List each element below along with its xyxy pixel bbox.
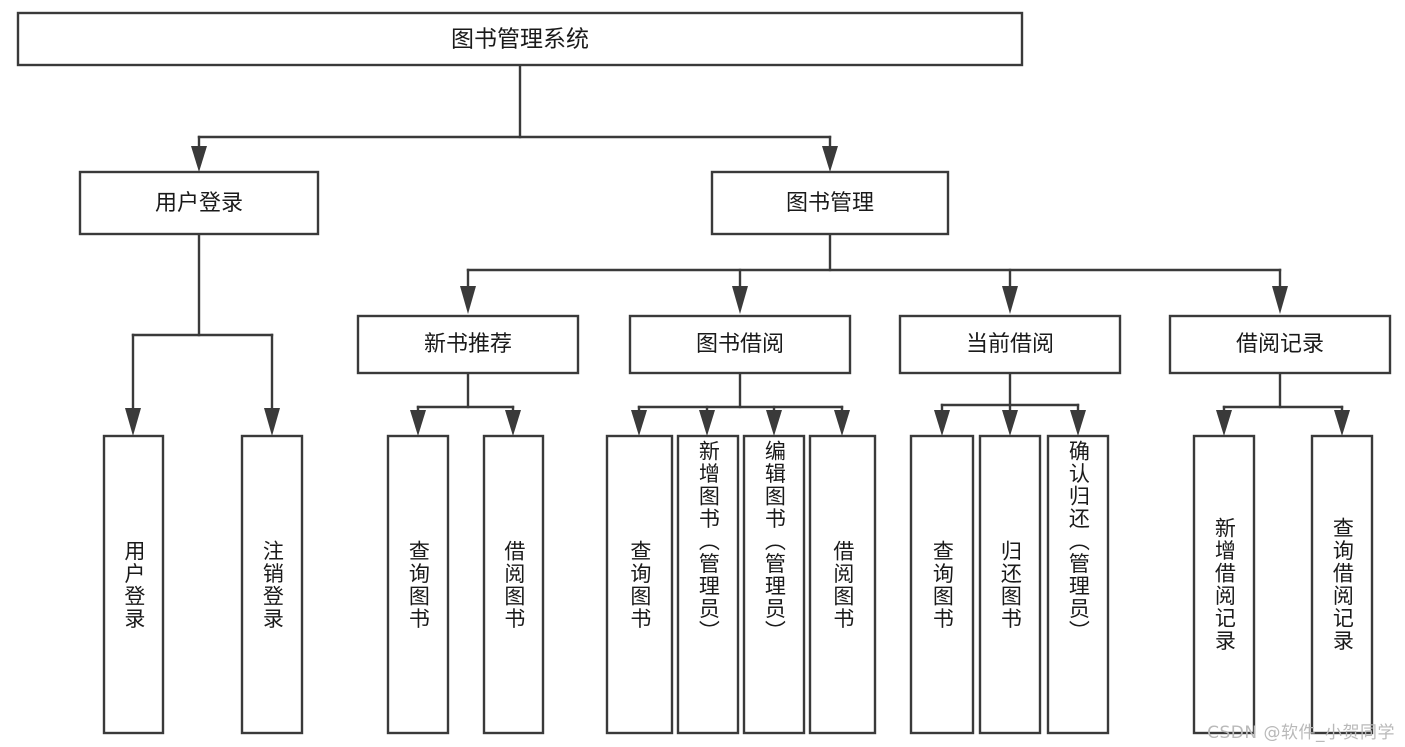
node-root-box[interactable] — [16, 11, 1024, 67]
arrow-book-manage-to-current-icon — [1002, 286, 1018, 314]
node-current-borrow-label: 当前借阅 — [966, 332, 1054, 357]
node-user-login-box[interactable] — [78, 170, 320, 236]
arrow-user-login-leaf-2-icon — [264, 408, 280, 436]
arrow-borrow-leaf-4-icon — [834, 410, 850, 436]
arrow-book-manage-to-new-book-icon — [460, 286, 476, 314]
leaf-box-query-book-borrow[interactable] — [605, 434, 674, 735]
node-book-borrow-box[interactable] — [628, 314, 852, 375]
leaf-box-logout[interactable] — [240, 434, 304, 735]
arrow-new-book-leaf-2-icon — [505, 410, 521, 436]
leaf-box-borrow-book-newbook[interactable] — [482, 434, 545, 735]
arrow-user-login-leaf-1-icon — [125, 408, 141, 436]
arrow-borrow-leaf-1-icon — [631, 410, 647, 436]
node-new-book-box[interactable] — [356, 314, 580, 375]
node-book-borrow-label: 图书借阅 — [696, 332, 784, 357]
arrow-record-leaf-1-icon — [1216, 410, 1232, 436]
node-current-borrow-box[interactable] — [898, 314, 1122, 375]
node-book-manage-label: 图书管理 — [786, 191, 874, 216]
node-borrow-record-label: 借阅记录 — [1236, 332, 1324, 357]
node-borrow-record-box[interactable] — [1168, 314, 1392, 375]
arrow-current-leaf-2-icon — [1002, 410, 1018, 436]
leaf-box-query-book-current[interactable] — [909, 434, 975, 735]
node-new-book-label: 新书推荐 — [424, 332, 512, 357]
arrow-book-manage-to-borrow-icon — [732, 286, 748, 314]
arrow-borrow-leaf-2-icon — [699, 410, 715, 436]
arrow-root-to-user-login-icon — [191, 146, 207, 172]
arrow-borrow-leaf-3-icon — [766, 410, 782, 436]
leaf-box-borrow-book[interactable] — [808, 434, 877, 735]
leaf-box-query-borrow-record[interactable] — [1310, 434, 1374, 735]
arrow-book-manage-to-record-icon — [1272, 286, 1288, 314]
leaf-box-return-book[interactable] — [978, 434, 1042, 735]
arrow-root-to-book-manage-icon — [822, 146, 838, 172]
arrow-current-leaf-3-icon — [1070, 410, 1086, 436]
arrow-record-leaf-2-icon — [1334, 410, 1350, 436]
leaf-box-confirm-return-admin[interactable] — [1046, 434, 1110, 735]
node-book-manage-box[interactable] — [710, 170, 950, 236]
leaf-box-add-borrow-record[interactable] — [1192, 434, 1256, 735]
node-user-login-label: 用户登录 — [155, 191, 243, 216]
leaf-box-add-book-admin[interactable] — [676, 434, 740, 735]
csdn-watermark: CSDN @软件_小贺同学 — [1207, 723, 1395, 743]
leaf-box-query-book-newbook[interactable] — [386, 434, 450, 735]
node-root-label: 图书管理系统 — [451, 27, 589, 53]
leaf-box-edit-book-admin[interactable] — [742, 434, 806, 735]
leaf-box-user-login[interactable] — [102, 434, 165, 735]
arrow-new-book-leaf-1-icon — [410, 410, 426, 436]
arrow-current-leaf-1-icon — [934, 410, 950, 436]
